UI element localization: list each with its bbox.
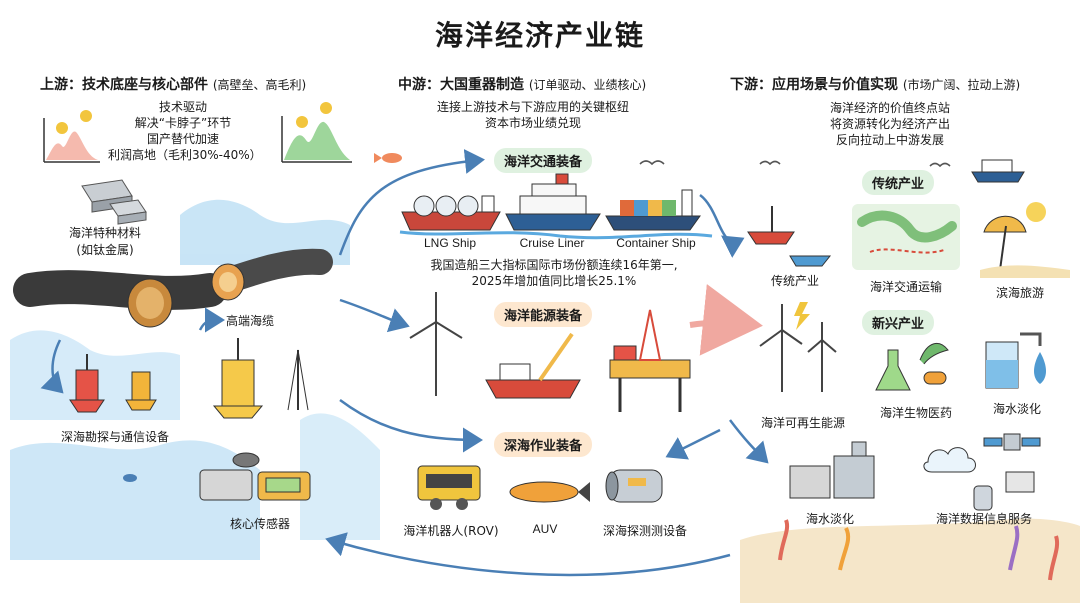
lab-flask-icon <box>876 343 948 390</box>
ship-label: Cruise Liner <box>512 236 592 250</box>
downstream-heading-paren: (市场广阔、拉动上游) <box>903 78 1020 92</box>
downstream-note: 海洋经济的价值终点站 <box>810 100 970 116</box>
renewable-turbine-icon <box>760 304 836 392</box>
value-flow-arrow <box>690 323 745 325</box>
seagull-icon <box>640 161 950 166</box>
downstream-heading: 下游：应用场景与价值实现 (市场广阔、拉动上游) <box>730 74 1020 94</box>
shipbuilding-stat-line: 2025年增加值同比增长25.1% <box>404 273 704 289</box>
ship-label: Container Ship <box>606 236 706 250</box>
upstream-notes: 技术驱动 解决“卡脖子”环节 国产替代加速 利润高地（毛利30%-40%） <box>108 99 258 163</box>
desalination-plant-icon <box>790 442 874 498</box>
beach-umbrella-icon <box>980 202 1070 278</box>
downstream-item-label: 海洋交通运输 <box>856 278 956 295</box>
seabed-coral <box>740 519 1080 603</box>
transport-badge: 海洋交通装备 <box>494 148 592 173</box>
deep-badge: 深海作业装备 <box>494 432 592 457</box>
shipbuilding-stat-line: 我国造船三大指标国际市场份额连续16年第一, <box>404 257 704 273</box>
downstream-item-label: 海水淡化 <box>982 400 1052 417</box>
upstream-heading: 上游：技术底座与核心部件 (高壁垒、高毛利) <box>40 74 306 94</box>
downstream-item-label: 海洋生物医药 <box>866 404 966 421</box>
oil-platform-icon <box>610 310 690 412</box>
world-map-icon <box>852 204 960 270</box>
sensor-label: 核心传感器 <box>210 515 310 532</box>
data-cloud-icon <box>924 448 1034 510</box>
deep-item-label: AUV <box>520 522 570 536</box>
downstream-item-label: 传统产业 <box>750 272 840 289</box>
survey-label: 深海勘探与通信设备 <box>40 428 190 445</box>
upstream-note: 利润高地（毛利30%-40%） <box>108 147 258 163</box>
deep-item-label: 深海探测测设备 <box>590 522 700 539</box>
downstream-notes: 海洋经济的价值终点站 将资源转化为经济产出 反向拉动上中游发展 <box>810 100 970 148</box>
materials-label: 海洋特种材料 (如钛金属) <box>50 224 160 258</box>
midstream-heading: 中游：大国重器制造 (订单驱动、业绩核心) <box>398 74 646 94</box>
rov-robot-icon <box>418 466 480 510</box>
midstream-notes: 连接上游技术与下游应用的关键枢纽 资本市场业绩兑现 <box>408 99 658 131</box>
ship-label: LNG Ship <box>410 236 490 250</box>
container-ship-icon <box>606 190 700 230</box>
downstream-item-label: 滨海旅游 <box>980 284 1060 301</box>
cable-label: 高端海缆 <box>200 312 300 329</box>
upstream-note: 技术驱动 <box>108 99 258 115</box>
upstream-heading-text: 上游：技术底座与核心部件 <box>40 77 208 93</box>
titanium-ingot-icon <box>82 180 146 224</box>
auv-icon <box>510 482 590 502</box>
downstream-note: 反向拉动上中游发展 <box>810 132 970 148</box>
midstream-note: 资本市场业绩兑现 <box>408 115 658 131</box>
downstream-item-label: 海洋可再生能源 <box>748 414 858 431</box>
materials-label-sub: (如钛金属) <box>50 241 160 258</box>
upstream-heading-paren: (高壁垒、高毛利) <box>213 78 306 92</box>
water-glass-icon <box>986 334 1046 388</box>
shipbuilding-stat: 我国造船三大指标国际市场份额连续16年第一, 2025年增加值同比增长25.1% <box>404 257 704 289</box>
midstream-heading-paren: (订单驱动、业绩核心) <box>529 78 646 92</box>
lightning-icon <box>794 302 810 330</box>
profit-chart-left-icon <box>44 110 100 162</box>
profit-chart-right-icon <box>282 102 352 162</box>
page-title: 海洋经济产业链 <box>0 14 1080 54</box>
deep-item-label: 海洋机器人(ROV) <box>396 522 506 539</box>
upstream-note: 解决“卡脖子”环节 <box>108 115 258 131</box>
emerging-badge: 新兴产业 <box>862 310 934 335</box>
downstream-item-label: 海洋数据信息服务 <box>914 510 1054 527</box>
satellite-icon <box>984 434 1040 450</box>
midstream-note: 连接上游技术与下游应用的关键枢纽 <box>408 99 658 115</box>
offshore-wind-turbine-icon <box>410 292 462 396</box>
traditional-badge: 传统产业 <box>862 170 934 195</box>
lng-ship-icon <box>402 196 500 230</box>
deep-probe-icon <box>606 470 662 502</box>
energy-badge: 海洋能源装备 <box>494 302 592 327</box>
downstream-note: 将资源转化为经济产出 <box>810 116 970 132</box>
downstream-heading-text: 下游：应用场景与价值实现 <box>730 77 898 93</box>
fishing-boat-icon <box>748 206 830 266</box>
upstream-note: 国产替代加速 <box>108 131 258 147</box>
materials-label-text: 海洋特种材料 <box>50 224 160 241</box>
crane-vessel-icon <box>486 334 580 398</box>
midstream-heading-text: 中游：大国重器制造 <box>398 77 524 93</box>
cruise-ship-small-icon <box>972 160 1024 182</box>
cruise-liner-icon <box>506 174 600 230</box>
downstream-item-label: 海水淡化 <box>790 510 870 527</box>
